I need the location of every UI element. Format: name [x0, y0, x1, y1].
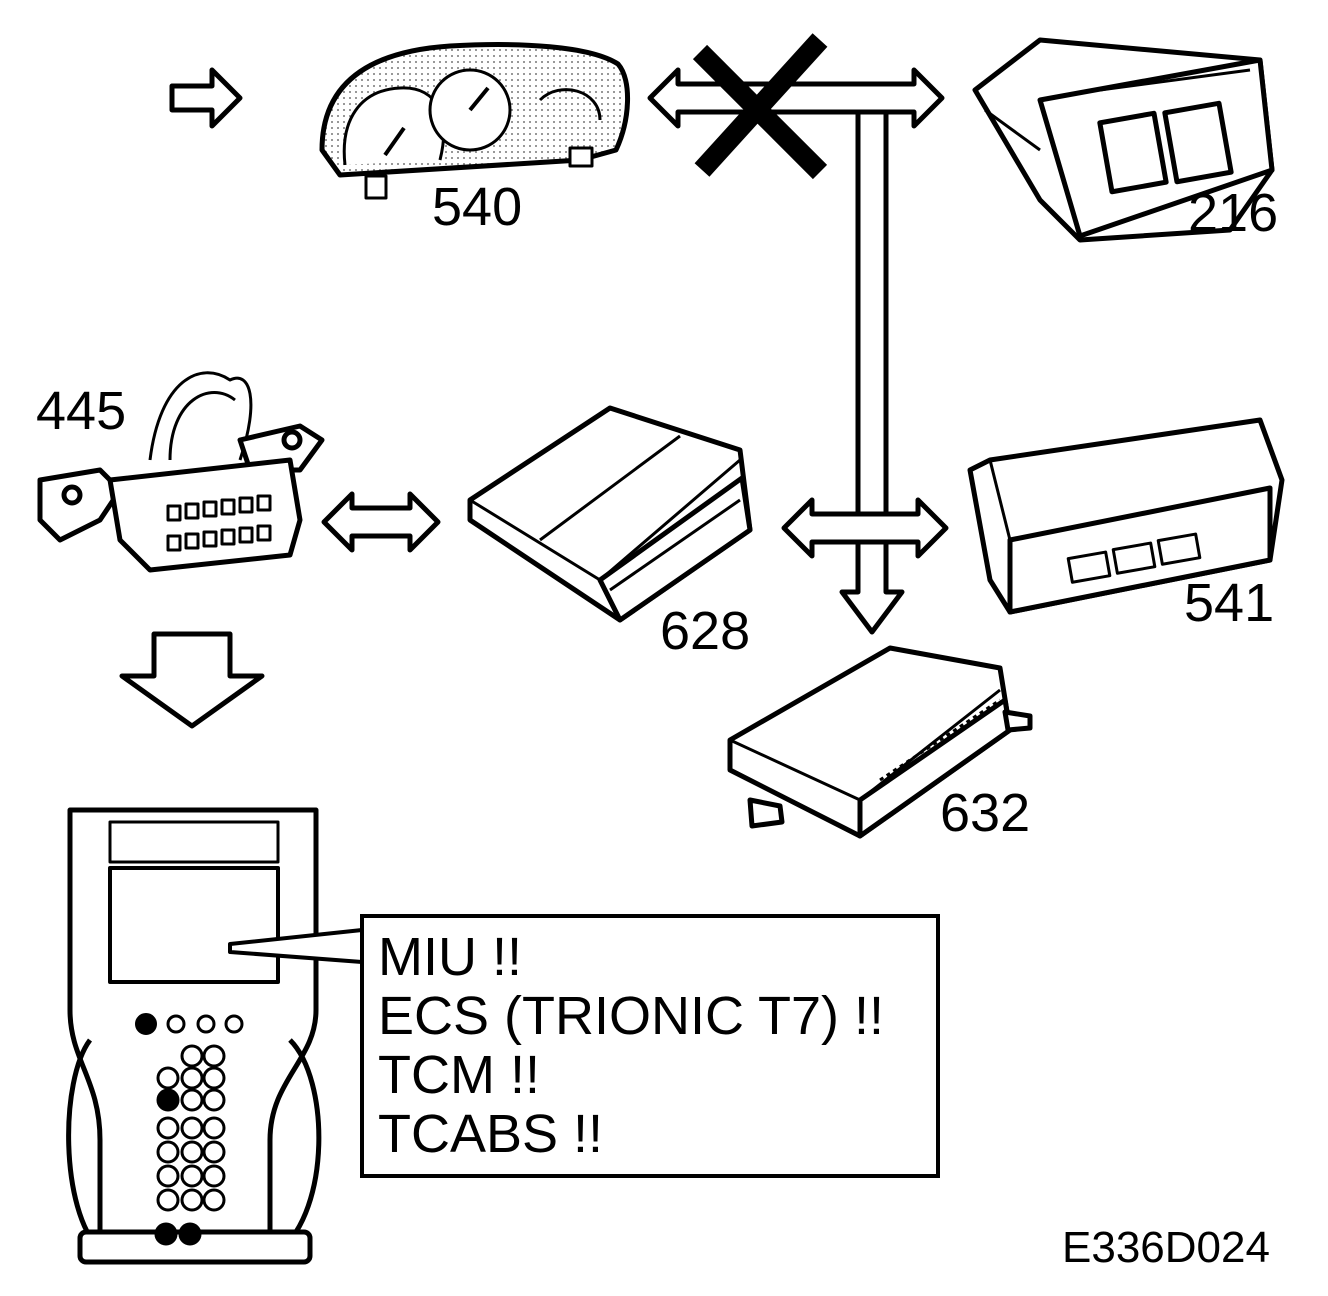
message-line-tcabs: TCABS !!	[378, 1104, 604, 1164]
middle-bus-arrow-icon	[781, 497, 949, 559]
message-line-tcm: TCM !!	[378, 1045, 540, 1105]
label-216: 216	[1188, 183, 1279, 243]
message-box: MIU !! ECS (TRIONIC T7) !! TCM !! TCABS …	[360, 914, 940, 1178]
display-unit-541-icon	[967, 417, 1285, 615]
label-445: 445	[36, 381, 127, 441]
diagnostic-tool-icon	[66, 807, 322, 1265]
blocked-x-icon	[692, 33, 828, 180]
control-module-632-icon	[727, 645, 1033, 839]
label-541: 541	[1184, 573, 1275, 633]
message-line-miu: MIU !!	[378, 927, 522, 987]
vertical-bus-arrow-icon	[839, 109, 905, 635]
instrument-cluster-icon	[319, 42, 630, 200]
diagnostic-connector-icon	[37, 371, 325, 573]
label-628: 628	[660, 601, 751, 661]
down-arrow-icon	[119, 631, 265, 729]
label-632: 632	[940, 783, 1031, 843]
connector-link-arrow-icon	[321, 491, 441, 553]
message-line-ecs: ECS (TRIONIC T7) !!	[378, 986, 885, 1046]
label-540: 540	[432, 177, 523, 237]
climate-panel-icon	[972, 37, 1275, 243]
control-module-628-icon	[467, 405, 753, 623]
input-arrow-icon	[169, 67, 243, 129]
figure-id: E336D024	[1062, 1223, 1270, 1272]
